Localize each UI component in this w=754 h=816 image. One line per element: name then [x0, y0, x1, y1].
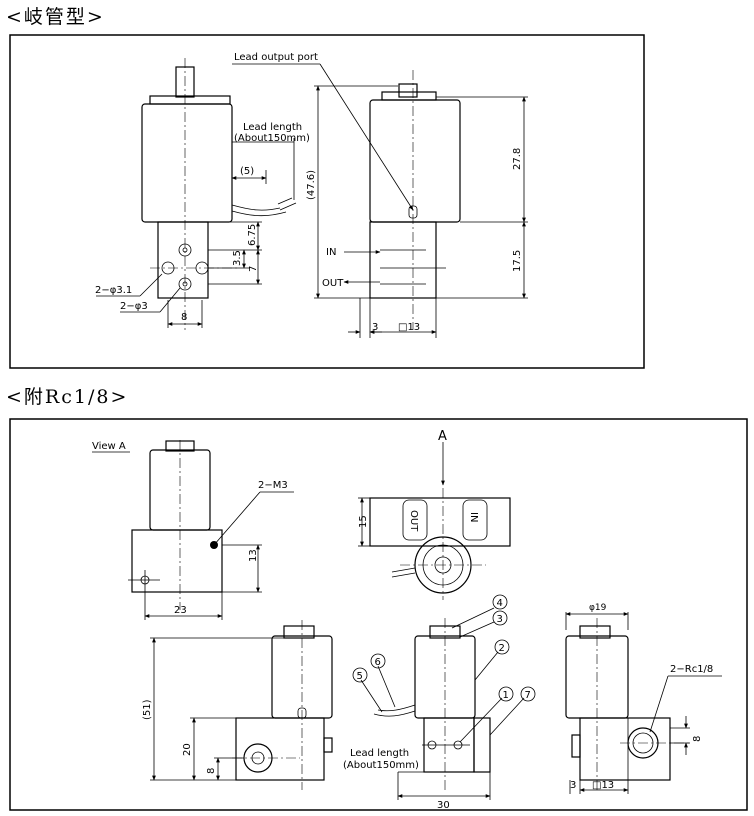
rc-side-view-drawing	[565, 612, 722, 794]
port-label-out: OUT	[408, 510, 419, 532]
label-about-150mm: (About150mm)	[234, 133, 310, 144]
dim-13: 13	[248, 549, 259, 562]
dim-8-side: 8	[206, 768, 217, 774]
port-label-in: IN	[468, 512, 479, 522]
label-out: OUT	[322, 278, 344, 289]
dim-47-6: (47.6)	[306, 170, 317, 200]
dim-7: 7	[248, 266, 259, 272]
dim-51: (51)	[142, 699, 153, 720]
svg-text:5: 5	[357, 671, 363, 682]
label-view-a: View A	[92, 441, 126, 452]
dim-phi19: φ19	[589, 603, 607, 613]
label-arrow-a: A	[438, 429, 447, 444]
balloon-7: 7	[520, 686, 536, 702]
svg-text:2: 2	[499, 643, 505, 654]
dim-30: 30	[437, 800, 450, 811]
balloon-4: 4	[492, 594, 508, 610]
balloon-3: 3	[492, 610, 508, 626]
balloon-1: 1	[498, 686, 514, 702]
dim-20: 20	[182, 743, 193, 756]
dim-3: 3	[372, 322, 378, 333]
dim-15: 15	[358, 515, 369, 528]
svg-text:4: 4	[497, 598, 503, 609]
dim-8: 8	[181, 312, 187, 323]
label-lead-output-port: Lead output port	[234, 52, 318, 63]
dim-6-75: 6.75	[247, 224, 258, 246]
bottom-frame	[9, 418, 748, 811]
svg-text:7: 7	[525, 690, 531, 701]
balloon-2: 2	[494, 639, 510, 655]
top-right-view	[232, 63, 528, 338]
dim-17-5: 17.5	[512, 250, 523, 272]
top-view-drawing	[358, 442, 511, 600]
svg-text:1: 1	[503, 690, 509, 701]
front-view-drawing	[360, 607, 525, 800]
label-about-150mm-bottom: (About150mm)	[343, 760, 419, 771]
dim-3-rc: 3	[570, 780, 576, 791]
label-m3: 2−M3	[258, 480, 288, 491]
balloon-6: 6	[370, 653, 386, 669]
dim-5: (5)	[240, 166, 254, 177]
heading-manifold: <岐管型>	[6, 6, 105, 28]
dim-3-5: 3.5	[232, 250, 243, 266]
svg-text:3: 3	[497, 614, 503, 625]
dim-8-rc: 8	[692, 736, 703, 742]
label-hole-3: 2−φ3	[120, 301, 148, 312]
top-frame	[9, 34, 645, 369]
top-left-view	[96, 58, 297, 330]
balloon-5: 5	[352, 667, 368, 683]
label-rc18: 2−Rc1/8	[670, 664, 713, 675]
side-view-drawing	[150, 620, 333, 790]
label-lead-length-bottom: Lead length	[350, 748, 409, 759]
heading-rc: <附Rc1/8>	[6, 386, 129, 408]
dim-27-8: 27.8	[512, 148, 523, 170]
dim-sq13: □13	[398, 322, 420, 333]
svg-text:6: 6	[375, 657, 381, 668]
dim-sq13-rc: □13	[592, 780, 614, 791]
label-in: IN	[326, 247, 336, 258]
view-a-drawing	[92, 440, 294, 620]
label-lead-length: Lead length	[243, 122, 302, 133]
label-hole-3-1: 2−φ3.1	[95, 285, 132, 296]
dim-23: 23	[174, 605, 187, 616]
